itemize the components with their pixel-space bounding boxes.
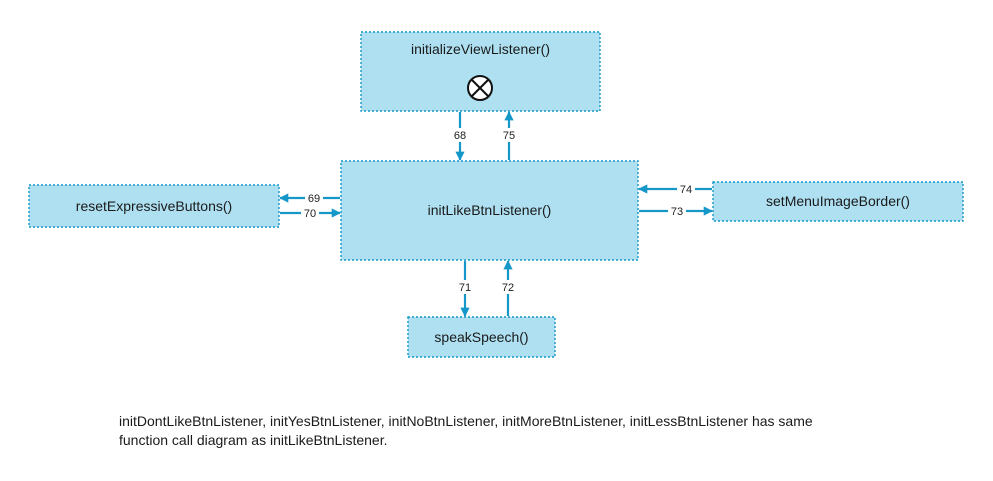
edge-71: 71 — [456, 261, 474, 317]
edge-label-72: 72 — [502, 282, 514, 294]
node-label-initialize-view-listener: initializeViewListener() — [411, 41, 550, 57]
note-line-1: initDontLikeBtnListener, initYesBtnListe… — [119, 413, 813, 429]
edge-label-70: 70 — [304, 208, 316, 220]
edge-label-74: 74 — [680, 184, 692, 196]
node-set-menu-image-border: setMenuImageBorder() — [712, 181, 964, 222]
edge-73: 73 — [639, 204, 713, 218]
node-label-reset-expressive-buttons: resetExpressiveButtons() — [76, 198, 232, 214]
note-line-2: function call diagram as initLikeBtnList… — [119, 432, 388, 448]
edge-75: 75 — [500, 111, 518, 160]
node-speak-speech: speakSpeech() — [407, 316, 556, 358]
edge-69: 69 — [279, 191, 340, 205]
node-reset-expressive-buttons: resetExpressiveButtons() — [28, 184, 280, 228]
node-label-init-like-btn-listener: initLikeBtnListener() — [428, 202, 552, 218]
edge-70: 70 — [280, 206, 341, 220]
node-label-set-menu-image-border: setMenuImageBorder() — [766, 193, 910, 209]
node-label-speak-speech: speakSpeech() — [434, 329, 528, 345]
edge-74: 74 — [638, 182, 712, 196]
edge-label-73: 73 — [671, 206, 683, 218]
edge-label-69: 69 — [308, 193, 320, 205]
edge-label-71: 71 — [459, 282, 471, 294]
edge-label-75: 75 — [503, 130, 515, 142]
node-initialize-view-listener: initializeViewListener() — [360, 31, 601, 112]
diagram-note: initDontLikeBtnListener, initYesBtnListe… — [119, 412, 939, 450]
edge-label-68: 68 — [454, 130, 466, 142]
circle-x-icon — [467, 75, 493, 101]
edge-68: 68 — [451, 112, 469, 161]
edge-72: 72 — [499, 260, 517, 316]
node-init-like-btn-listener: initLikeBtnListener() — [340, 160, 639, 261]
